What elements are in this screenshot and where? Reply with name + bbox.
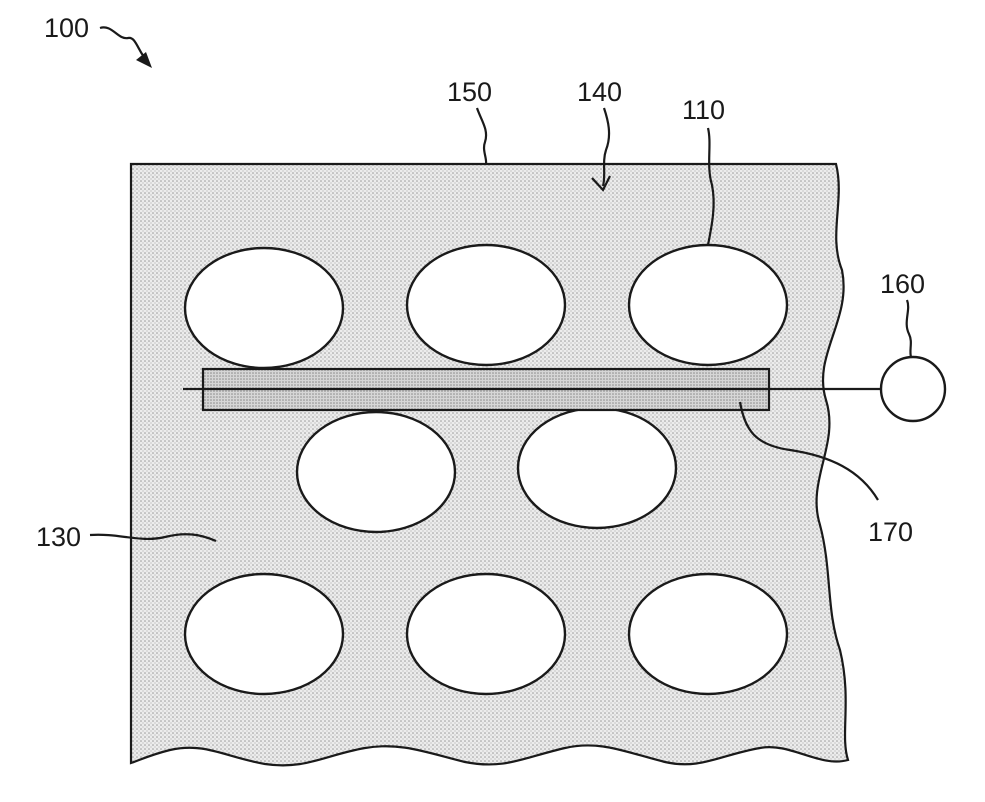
label-160: 160: [880, 269, 925, 299]
pore: [629, 574, 787, 694]
arrowhead-100: [136, 52, 152, 68]
pore: [629, 245, 787, 365]
label-170: 170: [868, 517, 913, 547]
pore: [185, 248, 343, 368]
label-110: 110: [682, 95, 725, 125]
label-150: 150: [447, 77, 492, 107]
leader-150: [477, 108, 486, 164]
pore: [185, 574, 343, 694]
pore: [297, 412, 455, 532]
pore: [407, 574, 565, 694]
leader-160: [907, 300, 911, 357]
pore: [407, 245, 565, 365]
label-140: 140: [577, 77, 622, 107]
sensor-circle: [881, 357, 945, 421]
pore: [518, 408, 676, 528]
label-130: 130: [36, 522, 81, 552]
label-100: 100: [44, 13, 89, 43]
